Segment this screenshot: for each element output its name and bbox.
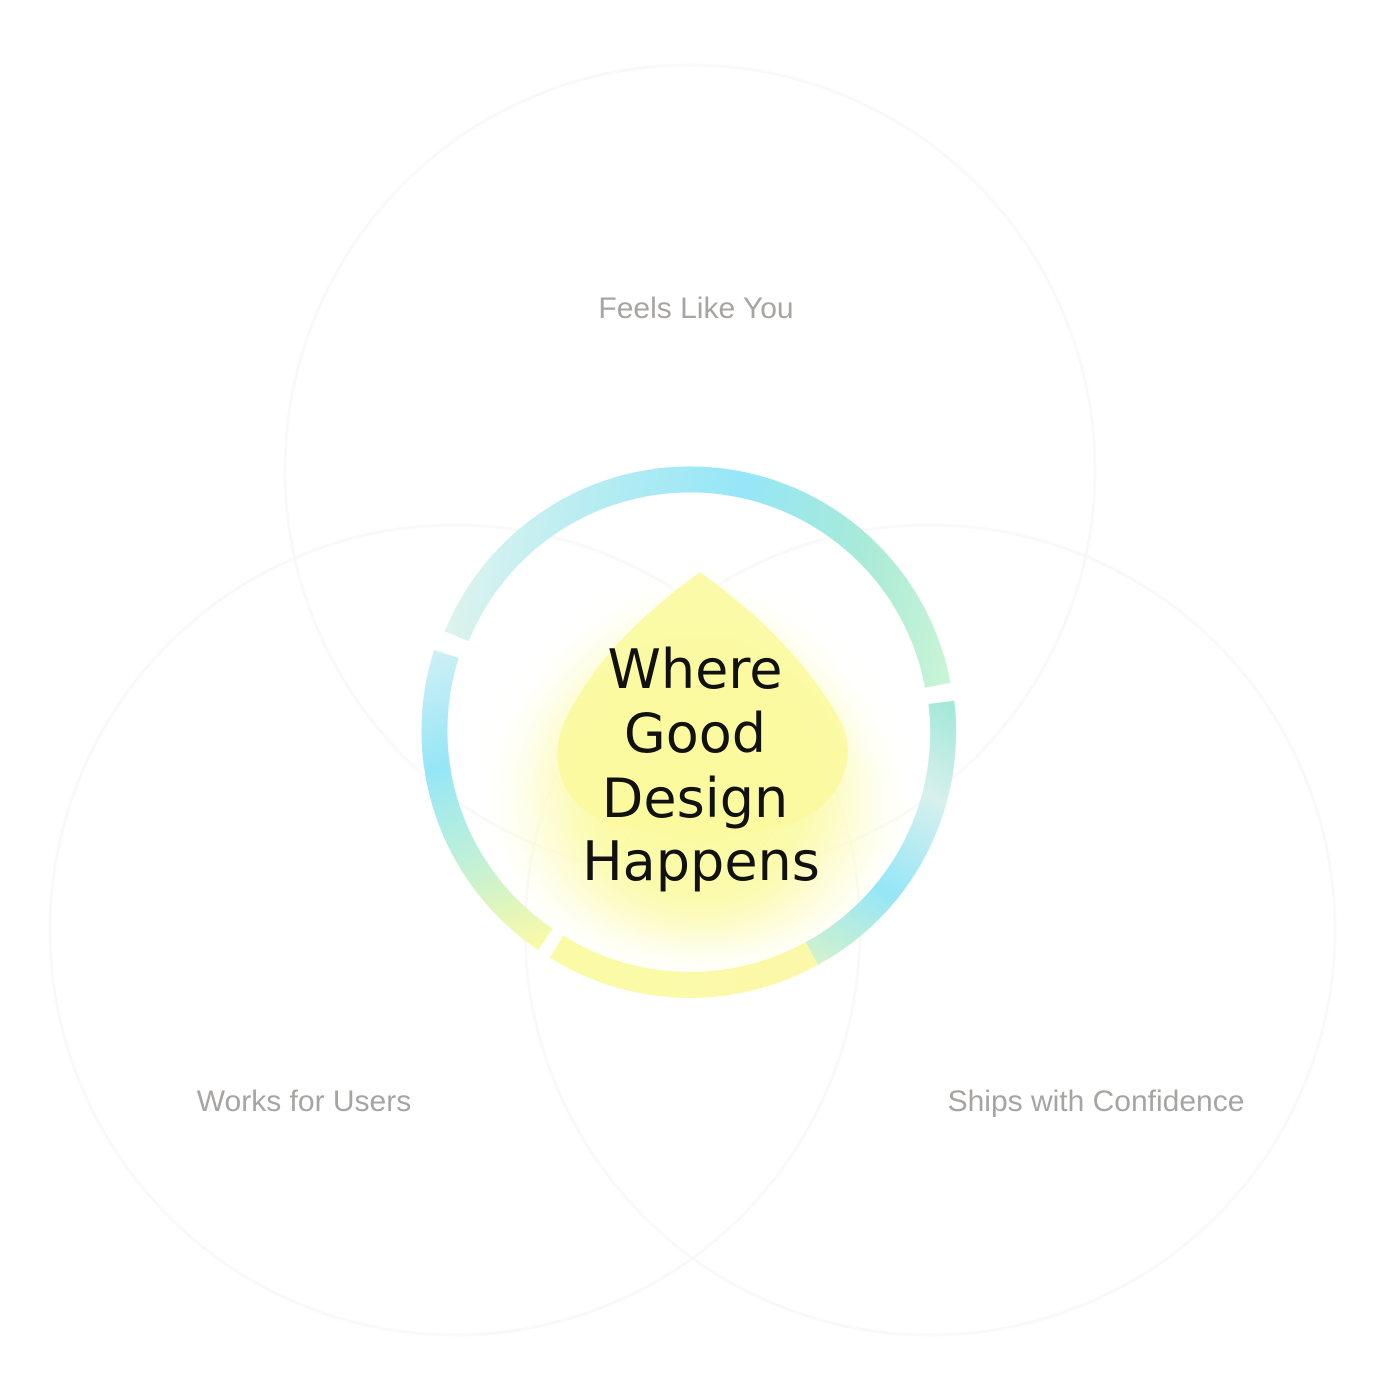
core-shape <box>557 572 848 835</box>
center-title-line-2: Good <box>624 702 766 765</box>
center-title-line-3: Design <box>602 767 788 830</box>
label-ships-with-confidence: Ships with Confidence <box>948 1085 1245 1118</box>
core-ring <box>421 466 957 998</box>
ring-segment-top <box>444 466 951 688</box>
label-works-for-users: Works for Users <box>197 1085 411 1118</box>
ring-segment-left <box>421 649 553 951</box>
ring-segment-bottom <box>549 935 819 998</box>
center-title-line-4: Happens <box>582 830 820 893</box>
label-feels-like-you: Feels Like You <box>598 292 793 325</box>
center-title-line-1: Where <box>607 638 782 701</box>
center-title: Where Good Design Happens <box>582 638 820 893</box>
ring-segment-right <box>805 700 957 965</box>
